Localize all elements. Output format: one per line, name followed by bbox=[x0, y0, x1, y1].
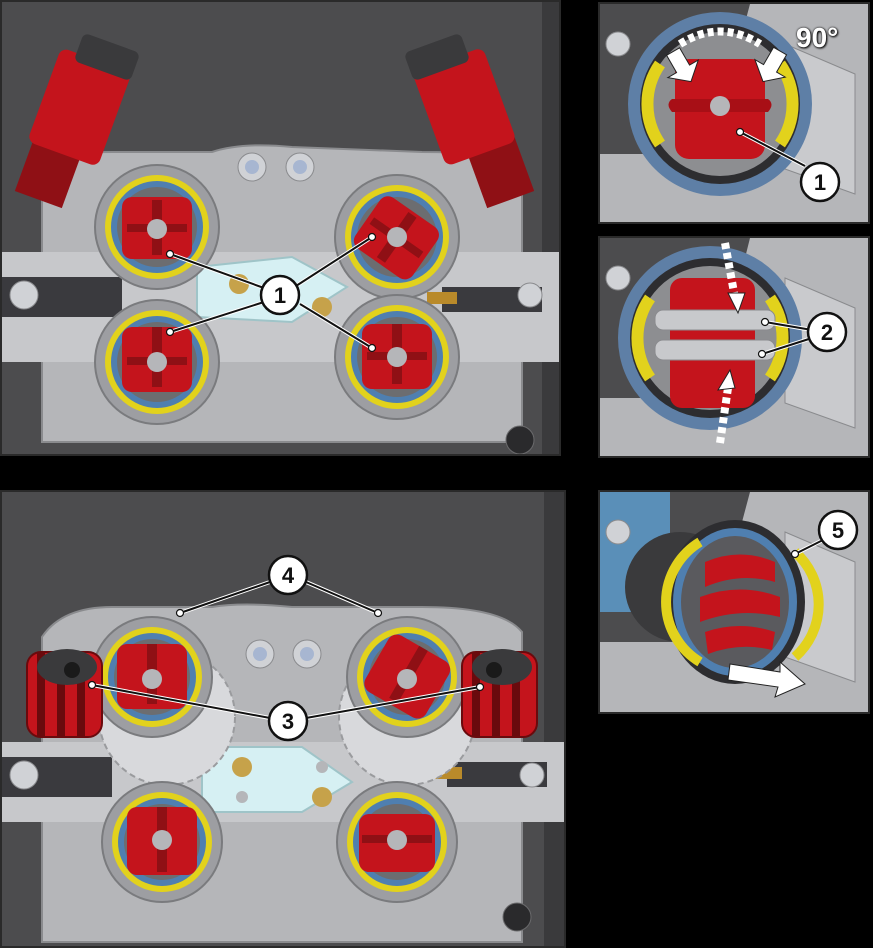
tension-arm-right bbox=[405, 34, 535, 209]
callout-label: 4 bbox=[282, 563, 295, 588]
roller-top-left bbox=[91, 616, 213, 738]
callout-label: 2 bbox=[821, 320, 833, 345]
remove-roller-illustration: 2 bbox=[600, 238, 868, 456]
callout-leaders-5 bbox=[790, 538, 824, 559]
callout-3-bottom-left: 3 bbox=[267, 700, 309, 742]
callout-5-bottom-right: 5 bbox=[817, 509, 859, 551]
tension-arm-left bbox=[14, 34, 139, 209]
panel-top-left-rollers: 1 bbox=[0, 0, 561, 456]
roller-top-right bbox=[346, 616, 468, 738]
callout-leaders-2 bbox=[757, 317, 813, 359]
roller-top-left bbox=[94, 164, 220, 290]
callout-leaders-4 bbox=[175, 580, 383, 618]
roller-top-right bbox=[334, 174, 460, 300]
rotate-illustration: 1 bbox=[600, 4, 868, 222]
callout-leaders-1 bbox=[165, 232, 377, 353]
drive-unit-illustration-top: 1 bbox=[2, 2, 559, 454]
roller-bottom-right bbox=[334, 294, 460, 420]
slide-arrow-icon bbox=[727, 660, 806, 698]
callout-1-top-right: 1 bbox=[799, 161, 841, 203]
callout-2-middle-right: 2 bbox=[806, 311, 848, 353]
retaining-ring-illustration: 5 bbox=[600, 492, 868, 712]
tension-knob-right bbox=[461, 649, 538, 738]
rotation-angle-label: 90° bbox=[796, 22, 839, 53]
panel-bottom-left-open: 4 3 bbox=[0, 490, 566, 948]
callout-label: 5 bbox=[832, 518, 844, 543]
callout-label: 1 bbox=[274, 283, 286, 308]
pull-arrow-icon bbox=[716, 242, 746, 444]
callout-label: 1 bbox=[814, 170, 826, 195]
roller-bottom-right bbox=[336, 781, 458, 903]
panel-middle-right-remove: 2 bbox=[598, 236, 870, 458]
callout-label: 3 bbox=[282, 709, 294, 734]
callout-leaders-3 bbox=[87, 680, 485, 720]
roller-bottom-left bbox=[94, 299, 220, 425]
tension-knob-left bbox=[26, 649, 103, 738]
panel-bottom-right-ring: 5 bbox=[598, 490, 870, 714]
callout-4-bottom-left: 4 bbox=[267, 554, 309, 596]
callout-1-top-left: 1 bbox=[259, 274, 301, 316]
roller-bottom-left bbox=[101, 781, 223, 903]
rotation-arrow-icon bbox=[665, 27, 788, 83]
panel-top-right-rotate: 1 90° bbox=[598, 2, 870, 224]
drive-unit-illustration-bottom: 4 3 bbox=[2, 492, 564, 946]
callout-leaders-1 bbox=[735, 127, 806, 168]
